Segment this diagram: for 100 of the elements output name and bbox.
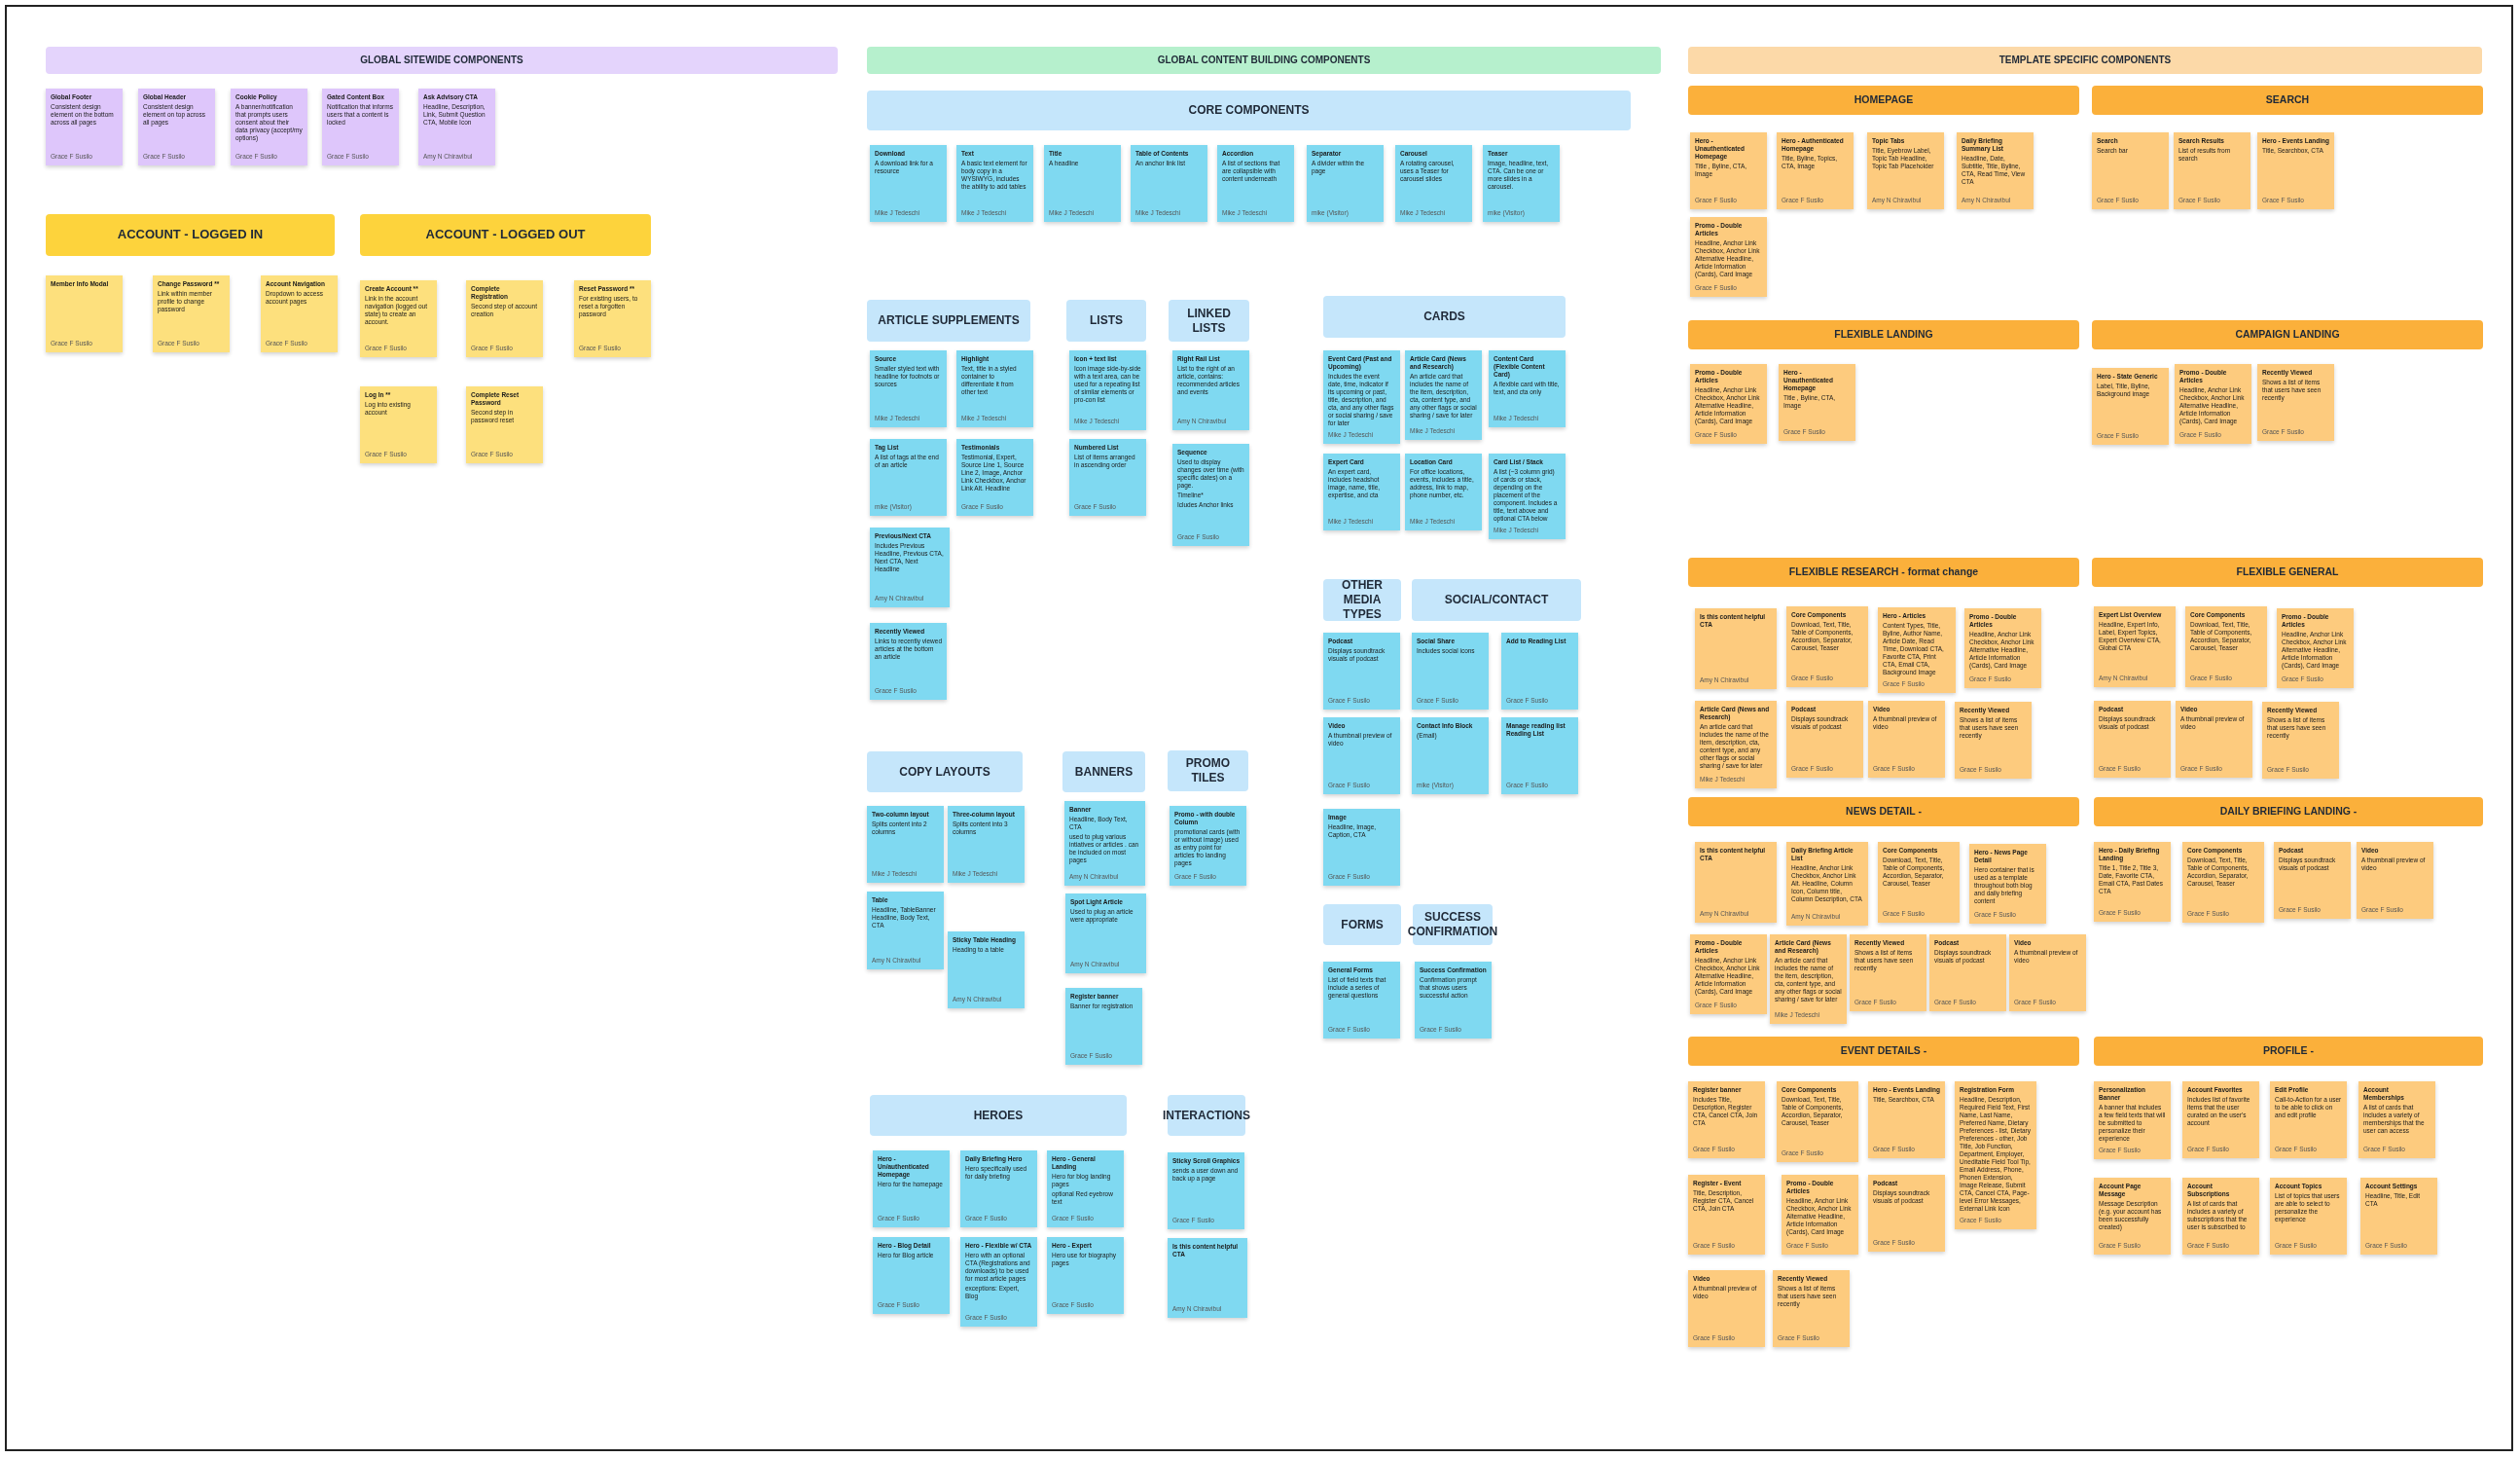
sticky-note — [867, 806, 944, 883]
sticky-note — [1323, 454, 1400, 530]
sticky-note — [2175, 364, 2251, 444]
sticky-note — [360, 386, 437, 463]
sticky-note — [1489, 454, 1566, 539]
sticky-note — [1850, 934, 1926, 1011]
sticky-note — [2176, 701, 2252, 778]
section-title: BANNERS — [1074, 764, 1134, 780]
sticky-note — [1323, 717, 1400, 794]
sticky-note — [138, 89, 215, 165]
sticky-note — [873, 1237, 950, 1314]
sticky-note — [2270, 1081, 2347, 1158]
sticky-note — [1501, 717, 1578, 794]
sticky-note — [2094, 1081, 2171, 1159]
section-title: INTERACTIONS — [1163, 1108, 1250, 1123]
sticky-note — [870, 145, 947, 222]
section-title: PROMO TILES — [1184, 756, 1232, 785]
sticky-note — [1405, 454, 1482, 530]
sticky-note — [1217, 145, 1294, 222]
section-title: SOCIAL/CONTACT — [1444, 593, 1549, 607]
sticky-note — [956, 145, 1033, 222]
sticky-note — [870, 623, 947, 700]
sticky-note — [1069, 350, 1146, 430]
sticky-note — [867, 892, 944, 969]
sticky-note — [873, 1150, 950, 1227]
sticky-note — [1695, 842, 1777, 923]
sticky-note — [360, 280, 437, 357]
sticky-note — [1501, 633, 1578, 710]
sticky-note — [231, 89, 307, 165]
section-header — [1323, 579, 1401, 621]
sticky-note — [2092, 368, 2169, 445]
sticky-note — [1483, 145, 1560, 222]
sticky-note — [574, 280, 651, 357]
sticky-note — [1412, 717, 1489, 794]
sticky-note — [1405, 350, 1482, 440]
sticky-note — [960, 1237, 1037, 1327]
sticky-note — [418, 89, 495, 165]
sticky-note — [1782, 1175, 1858, 1255]
section-title: LINKED LISTS — [1186, 306, 1232, 336]
sticky-note — [1307, 145, 1384, 222]
section-title: TEMPLATE SPECIFIC COMPONENTS — [1998, 54, 2172, 67]
sticky-note — [1688, 1175, 1765, 1255]
section-header — [867, 300, 1030, 342]
sticky-note — [46, 275, 123, 352]
sticky-note — [2182, 1081, 2259, 1158]
sticky-note — [261, 275, 338, 352]
sticky-note — [956, 439, 1033, 516]
section-title: CORE COMPONENTS — [1188, 103, 1310, 118]
sticky-note — [1878, 842, 1960, 923]
section-title: HOMEPAGE — [1854, 93, 1914, 107]
sticky-note — [153, 275, 230, 352]
sticky-note — [2270, 1178, 2347, 1255]
sticky-note — [1695, 701, 1777, 788]
section-title: GLOBAL SITEWIDE COMPONENTS — [360, 54, 523, 67]
section-title: PROFILE - — [2263, 1044, 2314, 1058]
sticky-note — [1395, 145, 1472, 222]
section-header — [2094, 1037, 2483, 1066]
sticky-note — [2094, 606, 2176, 687]
sticky-note — [466, 280, 543, 357]
section-title: CAMPAIGN LANDING — [2235, 328, 2340, 342]
section-title: SEARCH — [2265, 93, 2310, 107]
sticky-note — [870, 528, 950, 607]
sticky-note — [2262, 702, 2339, 779]
section-title: NEWS DETAIL - — [1846, 805, 1922, 819]
sticky-note — [2358, 1081, 2435, 1158]
sticky-note — [1773, 1270, 1850, 1347]
sticky-note — [1069, 439, 1146, 516]
sticky-note — [2094, 1178, 2171, 1255]
sticky-note — [1323, 633, 1400, 710]
sticky-note — [1323, 350, 1400, 444]
sticky-note — [2277, 608, 2354, 688]
sticky-note — [1964, 608, 2041, 688]
sticky-note — [1868, 1081, 1945, 1158]
sticky-note — [1969, 844, 2046, 924]
sticky-note — [1695, 608, 1777, 689]
sticky-note — [1690, 364, 1767, 444]
sticky-note — [1044, 145, 1121, 222]
section-title: OTHER MEDIA TYPES — [1341, 578, 1384, 622]
sticky-note — [1489, 350, 1566, 427]
section-header — [867, 47, 1661, 74]
sticky-note — [1065, 988, 1142, 1065]
sticky-note — [1690, 934, 1767, 1014]
sticky-note — [2009, 934, 2086, 1011]
sticky-note — [960, 1150, 1037, 1227]
sticky-note — [2092, 132, 2169, 209]
section-title: HEROES — [973, 1108, 1024, 1123]
section-title: COPY LAYOUTS — [899, 764, 990, 780]
sticky-note — [1415, 962, 1492, 1039]
sticky-note — [1779, 364, 1855, 441]
sticky-note — [2182, 1178, 2259, 1255]
section-header — [1323, 296, 1566, 338]
section-title: CARDS — [1423, 310, 1465, 324]
sticky-note — [1929, 934, 2006, 1011]
section-title: DAILY BRIEFING LANDING - — [2219, 805, 2358, 819]
section-header — [46, 214, 335, 256]
sticky-note — [870, 439, 947, 516]
sticky-note — [2360, 1178, 2437, 1255]
sticky-note — [1868, 701, 1945, 778]
sticky-note — [948, 806, 1025, 883]
section-header — [1688, 47, 2482, 74]
